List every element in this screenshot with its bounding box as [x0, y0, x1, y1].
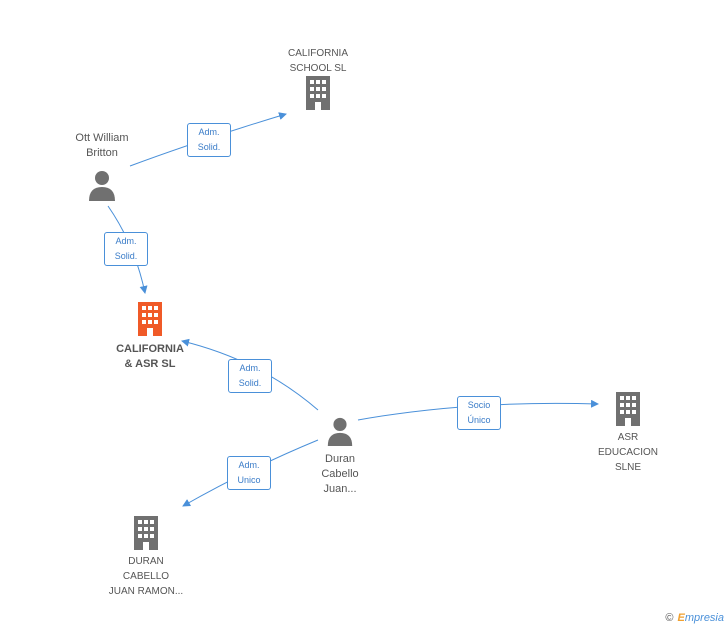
edge-label-duran-asr-educacion[interactable]: Socio Único [457, 396, 501, 430]
building-icon [138, 302, 162, 336]
building-icon [616, 392, 640, 426]
building-icon [306, 76, 330, 110]
person-icon [89, 171, 115, 201]
edge-label-ott-california-school[interactable]: Adm. Solid. [187, 123, 231, 157]
node-duran-company[interactable]: DURAN CABELLO JUAN RAMON... [96, 516, 196, 599]
node-label: Ott William Britton [75, 132, 129, 159]
node-california-school[interactable]: CALIFORNIA SCHOOL SL [268, 46, 368, 110]
brand-name: mpresia [684, 612, 724, 624]
copyright-symbol: © [665, 612, 674, 624]
node-asr-educacion[interactable]: ASR EDUCACION SLNE [578, 392, 678, 475]
brand-initial: E [677, 612, 685, 624]
edge-label-ott-california-asr[interactable]: Adm. Solid. [104, 232, 148, 266]
node-label: CALIFORNIA & ASR SL [116, 343, 184, 370]
node-ott-william-britton[interactable]: Ott William Britton [60, 131, 144, 201]
footer-brand: ©Empresia [665, 612, 724, 624]
person-icon [327, 417, 353, 446]
node-label: DURAN CABELLO JUAN RAMON... [108, 556, 184, 597]
node-label: CALIFORNIA SCHOOL SL [287, 48, 348, 74]
node-label: Duran Cabello Juan... [321, 453, 359, 495]
building-icon [134, 516, 158, 550]
node-duran-person[interactable]: Duran Cabello Juan... [298, 416, 382, 497]
node-california-asr[interactable]: CALIFORNIA & ASR SL [100, 302, 200, 372]
edge-label-duran-california-asr[interactable]: Adm. Solid. [228, 359, 272, 393]
node-label: ASR EDUCACION SLNE [597, 432, 658, 473]
edge-label-duran-duran-company[interactable]: Adm. Unico [227, 456, 271, 490]
